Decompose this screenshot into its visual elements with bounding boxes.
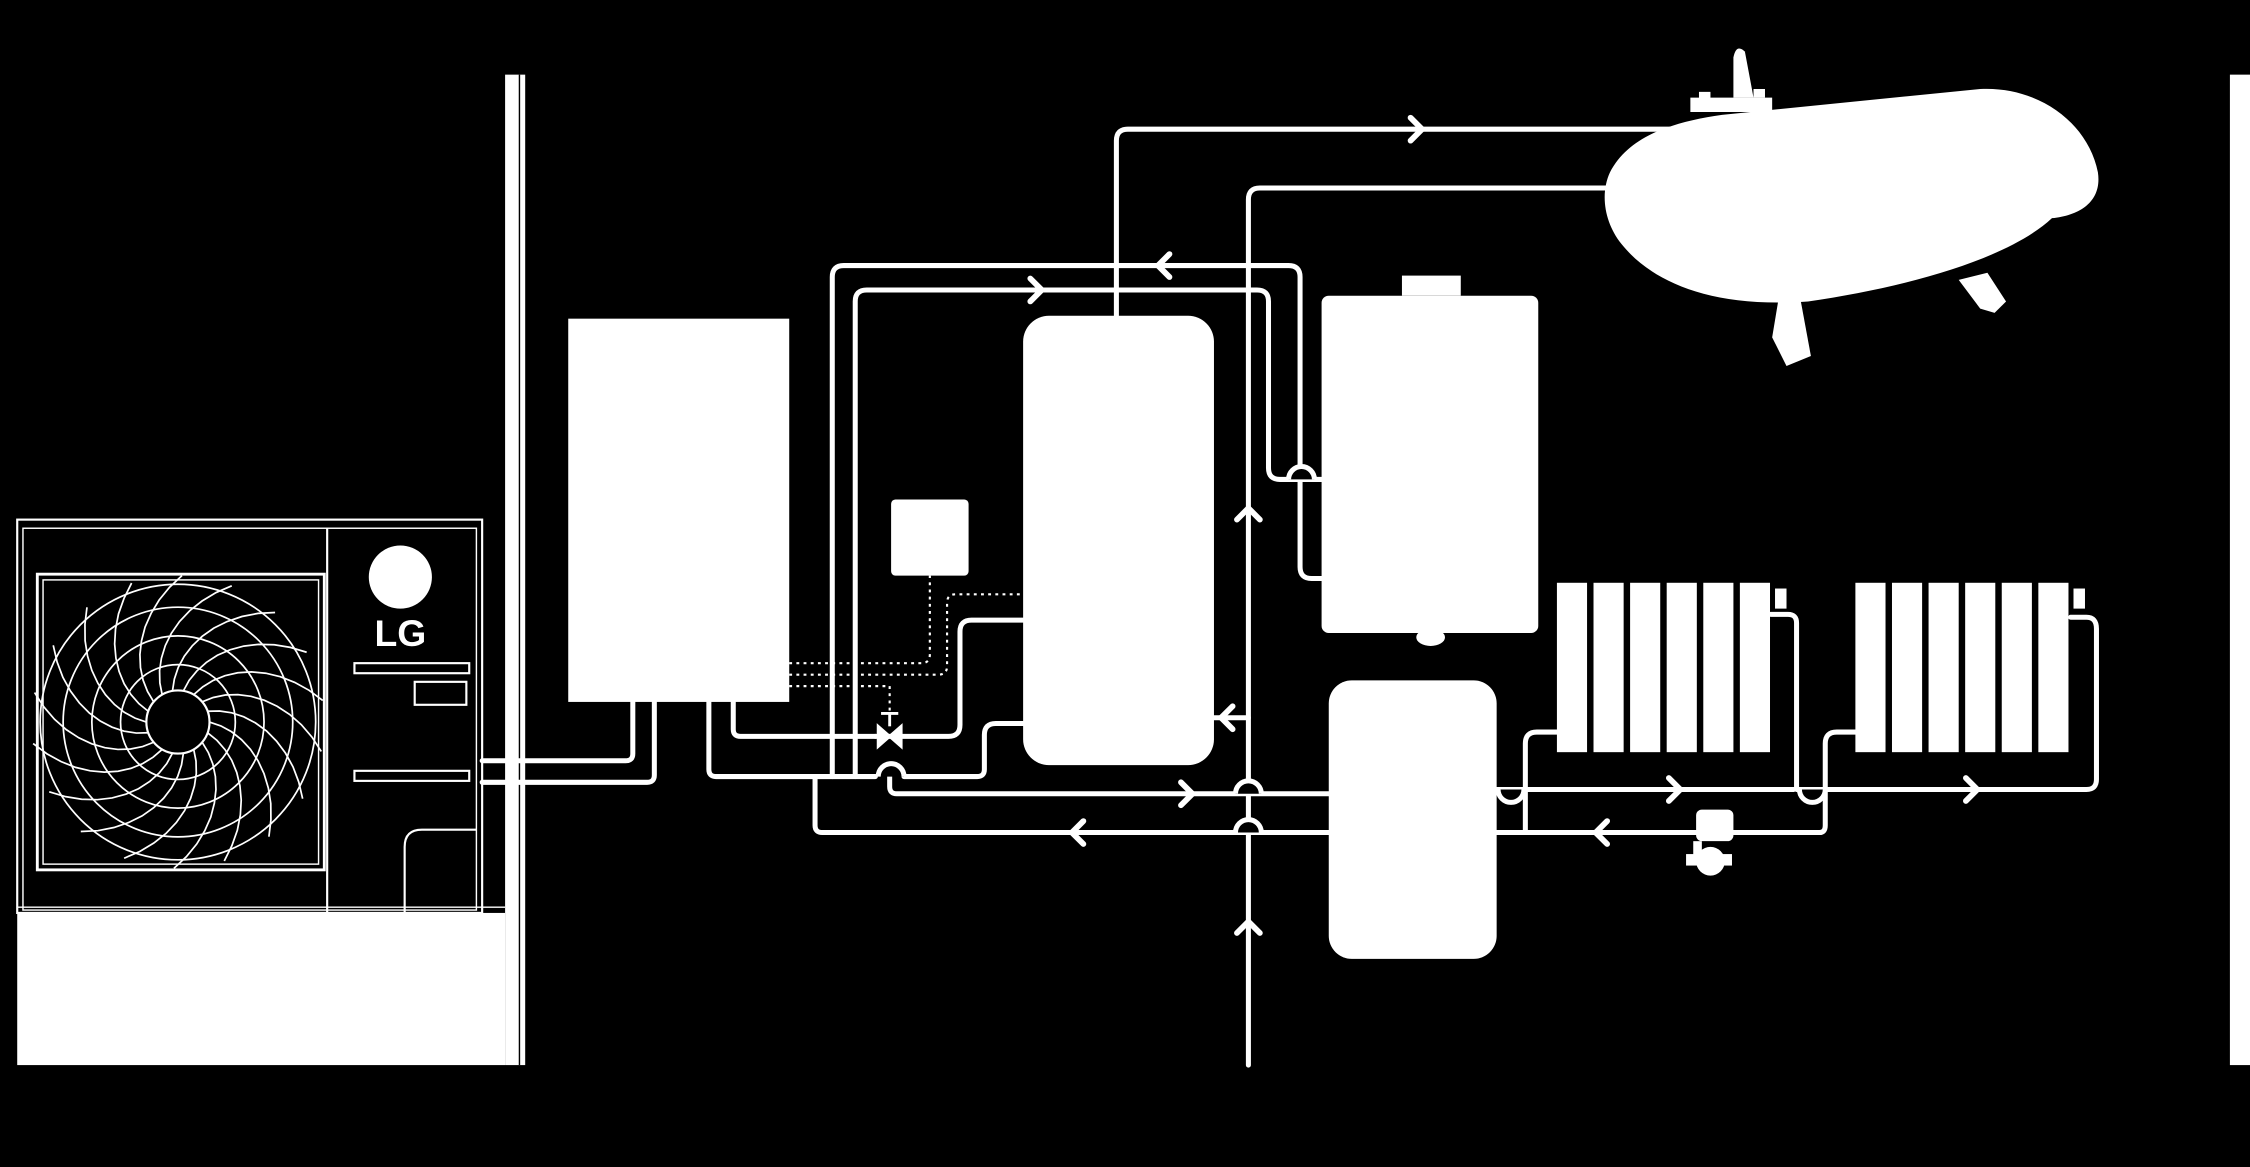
outdoor-unit-base [17, 912, 506, 1066]
flow-arrow-icon [1234, 918, 1263, 936]
pump-icon [1686, 809, 1734, 876]
flow-arrow-icon [1963, 775, 1981, 804]
storage-tank [1321, 275, 1539, 646]
flow-arrow-icon [1665, 775, 1684, 804]
unit-label-panel [413, 680, 468, 706]
outdoor-unit: LG [16, 518, 506, 1066]
brand-logo: LG [368, 545, 432, 654]
flow-arrow-icon [1407, 114, 1425, 144]
fan-grille-icon [32, 572, 326, 872]
flow-arrow-icon [1592, 818, 1611, 847]
flow-arrow-icon [1155, 251, 1173, 280]
brand-logo-text: LG [374, 612, 426, 654]
hot-water-cylinder [1023, 315, 1214, 766]
pipework [479, 126, 2099, 1068]
bathtub-icon [1604, 48, 2099, 367]
flow-arrow-icon [1069, 818, 1087, 847]
flow-arrows [1027, 114, 1981, 936]
unit-vent-bottom [353, 769, 471, 782]
flow-arrow-icon [1218, 703, 1236, 733]
wall-left [505, 74, 526, 1066]
wall-right [2229, 74, 2250, 1066]
buffer-tank [1328, 680, 1497, 959]
controller-panel [891, 499, 969, 576]
outdoor-unit-casing [16, 518, 484, 915]
valve-icon [876, 711, 903, 750]
radiator-icon [1556, 582, 1787, 753]
flow-arrow-icon [1027, 275, 1045, 305]
indoor-hydro-unit [568, 318, 790, 702]
logo-circle-icon [368, 545, 432, 609]
unit-vent-top [353, 662, 471, 675]
radiator-icon [1855, 582, 2085, 753]
flow-arrow-icon [1178, 779, 1196, 809]
flow-arrow-icon [1234, 505, 1263, 523]
